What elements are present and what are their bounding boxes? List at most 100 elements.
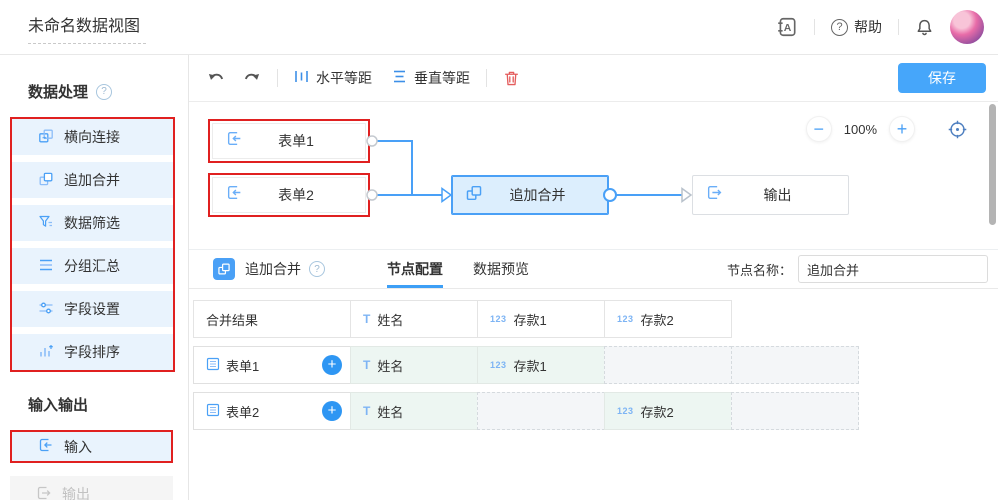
form-icon — [206, 403, 220, 420]
node-form2[interactable]: 表单2 — [212, 177, 366, 213]
field-cell[interactable]: 123 存款1 — [477, 346, 605, 384]
help-button[interactable]: ? 帮助 — [831, 17, 882, 37]
sidebar-item-group-summary[interactable]: 分组汇总 — [12, 248, 173, 284]
annotation-box-form2: 表单2 — [208, 173, 370, 217]
annotation-box-input: 输入 — [10, 430, 173, 463]
panel-title: 追加合并 — [245, 259, 301, 279]
field-cell[interactable]: 123 存款2 — [604, 392, 732, 430]
help-icon: ? — [831, 19, 848, 36]
filter-icon — [38, 214, 54, 233]
sidebar-item-field-settings[interactable]: 字段设置 — [12, 291, 173, 327]
table-row-form1: 表单1 + T 姓名 123 存款1 — [193, 346, 998, 384]
source-cell-form1: 表单1 + — [193, 346, 351, 384]
text-type-icon: T — [363, 404, 370, 418]
zoom-in-button[interactable]: + — [889, 116, 915, 142]
annotation-box-form1: 表单1 — [208, 119, 370, 163]
field-cell[interactable]: T 姓名 — [350, 392, 478, 430]
divider — [277, 69, 278, 87]
field-settings-icon — [38, 300, 54, 319]
input-icon — [38, 437, 54, 456]
form-icon — [206, 357, 220, 374]
bell-icon[interactable] — [915, 18, 934, 37]
sidebar-item-input[interactable]: 输入 — [12, 432, 171, 461]
edge-arrow — [682, 189, 691, 202]
sidebar-item-output: 输出 — [10, 476, 173, 500]
join-icon — [38, 128, 54, 147]
sidebar-item-horizontal-join[interactable]: 横向连接 — [12, 119, 173, 155]
edge-arrow — [442, 189, 451, 202]
node-form1[interactable]: 表单1 — [212, 123, 366, 159]
save-button[interactable]: 保存 — [898, 63, 986, 93]
empty-field-cell[interactable] — [731, 392, 859, 430]
add-field-button[interactable]: + — [322, 355, 342, 375]
divider — [486, 69, 487, 87]
sidebar-item-label: 分组汇总 — [64, 256, 120, 276]
help-label: 帮助 — [854, 17, 882, 37]
sidebar-item-label: 横向连接 — [64, 127, 120, 147]
header-merge-result: 合并结果 — [193, 300, 351, 338]
sidebar-item-label: 字段设置 — [64, 299, 120, 319]
sidebar-item-label: 追加合并 — [64, 170, 120, 190]
sidebar-item-label: 输出 — [62, 484, 90, 500]
number-type-icon: 123 — [490, 360, 507, 370]
locate-center-icon[interactable] — [947, 119, 968, 140]
sidebar: 数据处理 ? 横向连接 追加合并 数据筛选 分组汇总 字段设置 — [0, 55, 189, 500]
text-type-icon: T — [363, 312, 370, 326]
section-title-data-processing: 数据处理 ? — [28, 81, 188, 102]
horizontal-spacing-button[interactable]: 水平等距 — [294, 68, 372, 88]
empty-field-cell[interactable] — [477, 392, 605, 430]
divider — [898, 19, 899, 35]
source-cell-form2: 表单2 + — [193, 392, 351, 430]
section-help-icon[interactable]: ? — [96, 84, 112, 100]
field-sort-icon — [38, 343, 54, 362]
delete-button[interactable] — [503, 70, 520, 87]
undo-button[interactable] — [207, 70, 226, 86]
sidebar-item-data-filter[interactable]: 数据筛选 — [12, 205, 173, 241]
header-deposit1: 123 存款1 — [477, 300, 605, 338]
node-label: 表单1 — [243, 131, 365, 151]
text-type-icon: T — [363, 358, 370, 372]
vertical-scrollbar[interactable] — [989, 104, 996, 225]
node-append-merge[interactable]: 追加合并 — [451, 175, 609, 215]
tab-node-config[interactable]: 节点配置 — [387, 250, 443, 288]
input-icon — [226, 130, 243, 152]
sidebar-item-append-merge[interactable]: 追加合并 — [12, 162, 173, 198]
page-title[interactable]: 未命名数据视图 — [28, 10, 146, 44]
tab-data-preview[interactable]: 数据预览 — [473, 250, 529, 288]
number-type-icon: 123 — [490, 314, 507, 324]
vertical-spacing-icon — [392, 69, 407, 87]
merge-config-table: 合并结果 T 姓名 123 存款1 123 存款2 表单1 — [189, 289, 998, 430]
append-merge-icon — [213, 258, 235, 280]
user-avatar[interactable] — [950, 10, 984, 44]
number-type-icon: 123 — [617, 406, 634, 416]
append-icon — [38, 171, 54, 190]
sidebar-item-label: 输入 — [64, 437, 92, 457]
zoom-level: 100% — [844, 122, 877, 137]
node-name-input[interactable] — [798, 255, 988, 283]
redo-button[interactable] — [242, 70, 261, 86]
sidebar-item-field-sort[interactable]: 字段排序 — [12, 334, 173, 370]
divider — [814, 19, 815, 35]
sidebar-item-label: 字段排序 — [64, 342, 120, 362]
vertical-spacing-button[interactable]: 垂直等距 — [392, 68, 470, 88]
node-label: 输出 — [723, 185, 848, 205]
empty-field-cell[interactable] — [604, 346, 732, 384]
node-name-label: 节点名称： — [727, 260, 792, 279]
contacts-icon[interactable]: A — [776, 16, 798, 38]
annotation-box-processing-items: 横向连接 追加合并 数据筛选 分组汇总 字段设置 字段排序 — [10, 117, 175, 372]
node-output[interactable]: 输出 — [692, 175, 849, 215]
zoom-out-button[interactable]: − — [806, 116, 832, 142]
output-icon — [706, 184, 723, 206]
append-icon — [465, 184, 483, 207]
zoom-controls: − 100% + — [806, 116, 968, 142]
table-row-form2: 表单2 + T 姓名 123 存款2 — [193, 392, 998, 430]
add-field-button[interactable]: + — [322, 401, 342, 421]
flow-canvas[interactable]: 表单1 表单2 追加合并 输出 — [189, 102, 998, 249]
panel-help-icon[interactable]: ? — [309, 261, 325, 277]
topbar: 未命名数据视图 A ? 帮助 — [0, 0, 998, 55]
output-icon — [36, 485, 52, 500]
empty-field-cell[interactable] — [731, 346, 859, 384]
field-cell[interactable]: T 姓名 — [350, 346, 478, 384]
node-config-panel-header: 追加合并 ? 节点配置 数据预览 节点名称： — [189, 249, 998, 289]
section-title-input-output: 输入输出 — [28, 394, 188, 415]
